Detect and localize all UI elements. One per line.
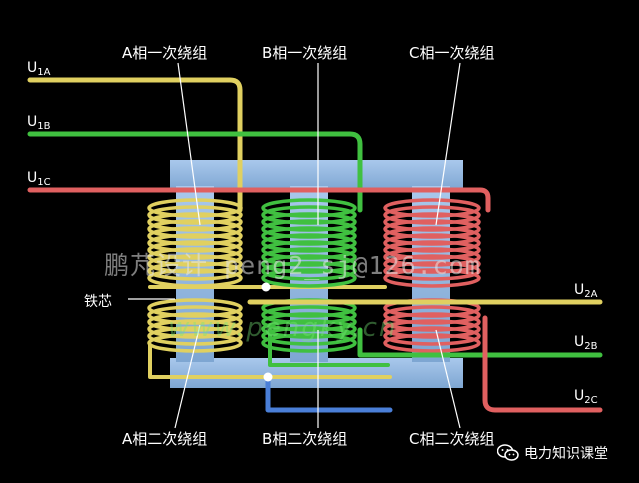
coil-turn <box>147 233 243 253</box>
coil-turn <box>383 226 481 246</box>
terminal-u2c: U2C <box>574 388 598 406</box>
coil-turn <box>147 305 243 325</box>
terminal-u1a: U1A <box>27 60 51 78</box>
coil-turn <box>261 312 357 332</box>
label-b-primary: B相一次绕组 <box>262 44 348 62</box>
neutral-wire <box>265 374 393 413</box>
secondary-star-point <box>263 372 273 382</box>
wire-u2c <box>482 315 603 413</box>
coil-turn <box>261 326 357 346</box>
coil-turn <box>383 333 481 353</box>
coil-turn <box>261 198 357 218</box>
coil-turn <box>383 268 481 288</box>
coil-turn <box>261 247 357 267</box>
watermark-site: www.pengky.cn <box>168 313 398 343</box>
coil-turn <box>147 319 243 339</box>
coil-turn <box>383 261 481 281</box>
coil-turn <box>147 254 243 274</box>
coil-turn <box>147 198 243 218</box>
coil-turn <box>147 298 243 318</box>
coil-turn <box>147 261 243 281</box>
coil-turn <box>383 319 481 339</box>
coil-turn <box>383 254 481 274</box>
coil-turn <box>383 198 481 218</box>
terminal-u2b: U2B <box>574 334 598 352</box>
coil-turn <box>261 319 357 339</box>
coil-turn <box>383 240 481 260</box>
coil-turn <box>261 219 357 239</box>
label-a-secondary: A相二次绕组 <box>122 430 208 448</box>
label-a-primary: A相一次绕组 <box>122 44 208 62</box>
coil-turn <box>383 219 481 239</box>
coil-turn <box>383 305 481 325</box>
label-core: 铁芯 <box>84 294 112 310</box>
coil-turn <box>147 212 243 232</box>
coil-b-primary <box>261 198 357 288</box>
coil-turn <box>261 305 357 325</box>
coil-turn <box>261 333 357 353</box>
coil-turn <box>147 226 243 246</box>
coil-a-secondary <box>147 298 243 353</box>
secondary-neutral-green <box>268 328 390 367</box>
coil-turn <box>383 212 481 232</box>
coil-a-primary <box>147 198 243 288</box>
coil-c-secondary <box>383 298 481 353</box>
coil-turn <box>147 312 243 332</box>
coil-turn <box>147 205 243 225</box>
wire-u1a <box>27 77 243 213</box>
coil-turn <box>383 247 481 267</box>
coil-turn <box>383 312 481 332</box>
wire-u2b <box>357 327 603 358</box>
brand-text: 电力知识课堂 <box>524 446 608 462</box>
terminal-u1c: U1C <box>27 170 51 188</box>
coil-turn <box>383 205 481 225</box>
terminal-u2a: U2A <box>574 282 598 300</box>
leader-lines <box>128 62 461 429</box>
coil-turn <box>261 212 357 232</box>
coil-turn <box>147 333 243 353</box>
secondary-neutral <box>148 343 392 379</box>
coil-c-primary <box>383 198 481 288</box>
brand-badge: 电力知识课堂 <box>497 443 608 463</box>
coil-turn <box>383 233 481 253</box>
coil-b-secondary <box>261 298 357 353</box>
coil-turn <box>261 261 357 281</box>
coil-turn <box>147 268 243 288</box>
coil-turn <box>261 240 357 260</box>
coil-turn <box>147 247 243 267</box>
wire-u1c <box>27 187 491 213</box>
label-b-secondary: B相二次绕组 <box>262 430 348 448</box>
wire-u1b <box>27 131 363 213</box>
label-c-secondary: C相二次绕组 <box>409 430 495 448</box>
wechat-icon <box>497 444 519 461</box>
label-c-primary: C相一次绕组 <box>409 44 495 62</box>
coil-turn <box>147 240 243 260</box>
primary-star-point <box>261 282 271 292</box>
watermark-author: 鹏芃设计 peng2_sj@126.com <box>104 251 481 280</box>
terminal-u1b: U1B <box>27 114 51 132</box>
coil-turn <box>261 268 357 288</box>
coil-turn <box>147 219 243 239</box>
coil-turn <box>261 254 357 274</box>
coil-turn <box>261 233 357 253</box>
coil-turn <box>261 226 357 246</box>
coil-turn <box>261 205 357 225</box>
coil-turn <box>383 326 481 346</box>
